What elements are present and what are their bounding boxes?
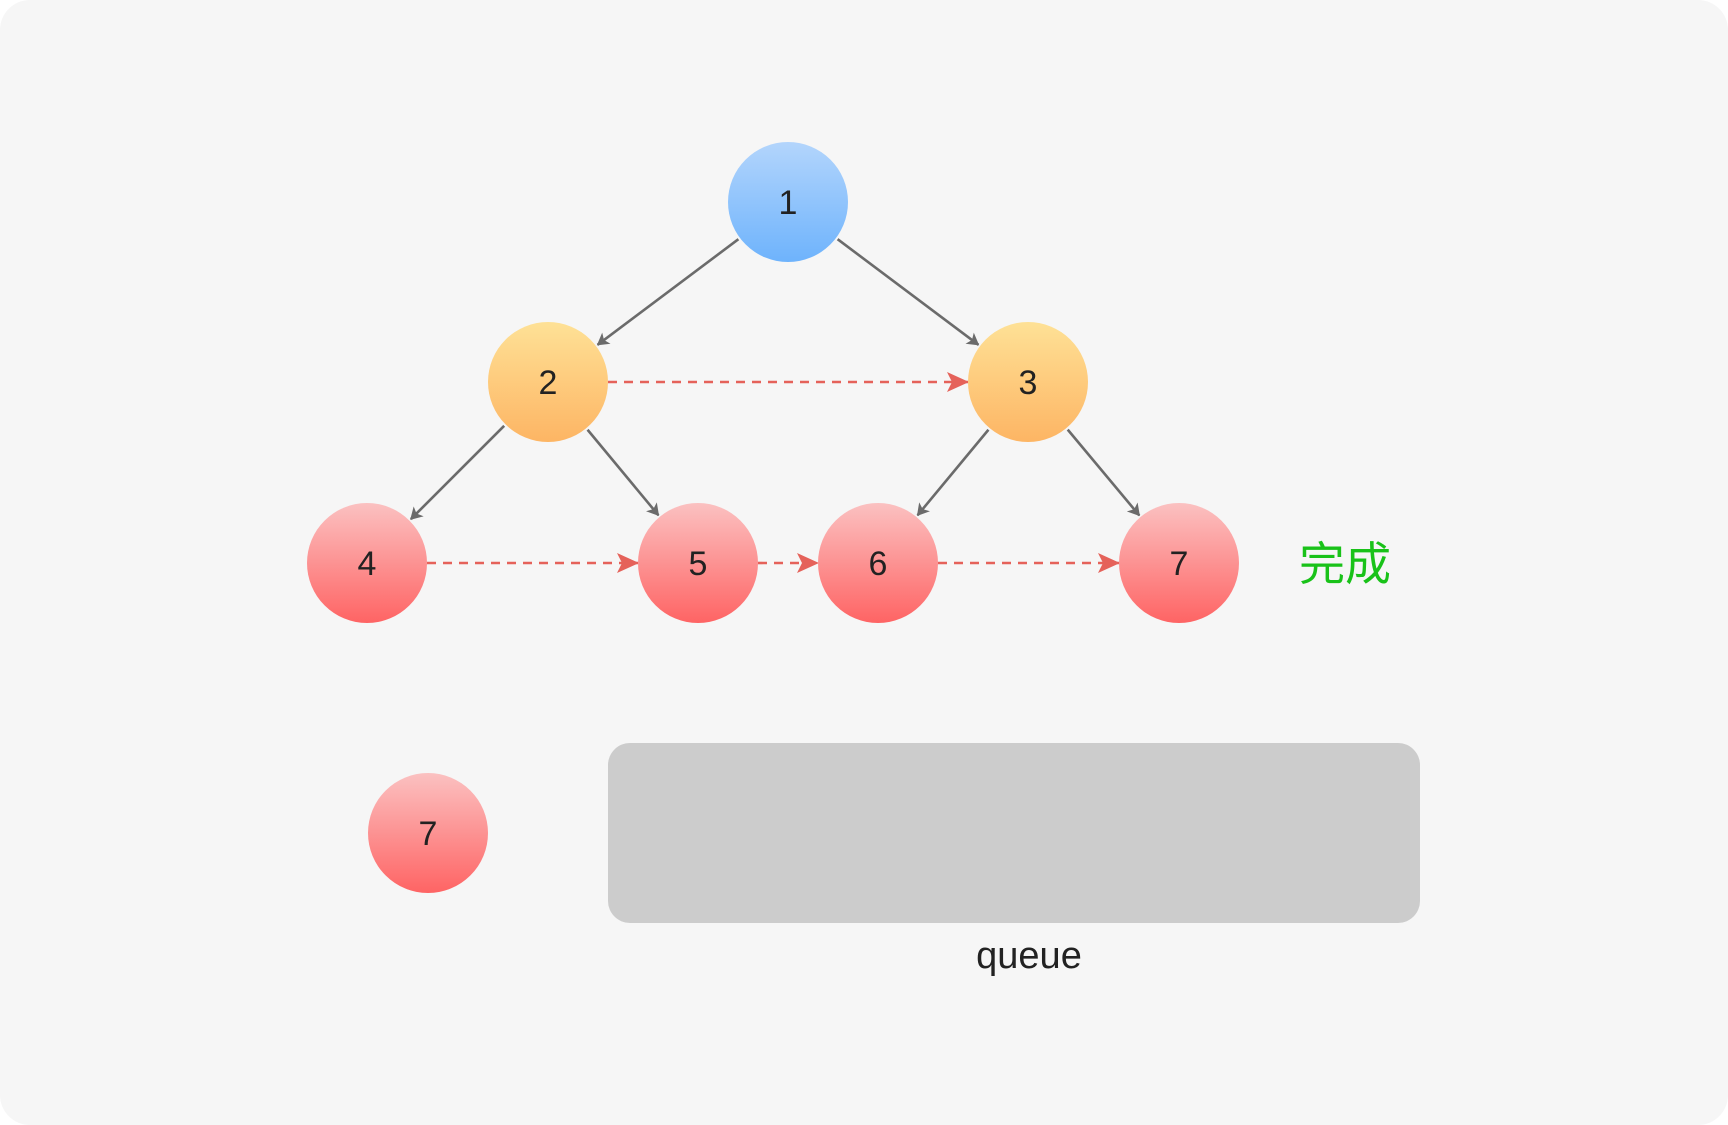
tree-node-n1: 1 <box>728 142 848 262</box>
current-node: 7 <box>368 773 488 893</box>
tree-node-n4: 4 <box>307 503 427 623</box>
status-label: 完成 <box>1299 537 1391 591</box>
tree-node-n6-label: 6 <box>869 545 888 583</box>
tree-node-n4-label: 4 <box>358 545 377 583</box>
current-node-circle-group-label: 7 <box>419 815 438 853</box>
tree-node-n7-circle <box>1119 503 1239 623</box>
tree-node-n5: 5 <box>638 503 758 623</box>
queue-caption: queue <box>976 935 1082 977</box>
tree-node-n3-circle <box>968 322 1088 442</box>
tree-node-n7-label: 7 <box>1170 545 1189 583</box>
tree-edge-n3-n6 <box>916 428 990 517</box>
tree-node-n6: 6 <box>818 503 938 623</box>
tree-node-n6-circle <box>818 503 938 623</box>
next-pointer-links <box>427 372 1120 573</box>
tree-node-n1-label: 1 <box>779 184 798 222</box>
tree-edge-n3-n7 <box>1066 428 1141 517</box>
tree-node-n5-label: 5 <box>689 545 708 583</box>
tree-node-n4-circle <box>307 503 427 623</box>
tree-node-n3: 3 <box>968 322 1088 442</box>
tree-edges <box>409 238 1141 521</box>
queue-box <box>608 743 1420 923</box>
tree-node-n3-label: 3 <box>1019 364 1038 402</box>
tree-node-n2-label: 2 <box>539 364 558 402</box>
tree-edge-n2-n4 <box>409 424 506 521</box>
current-node-circle-group-circle <box>368 773 488 893</box>
tree-node-n5-circle <box>638 503 758 623</box>
tree-node-n7: 7 <box>1119 503 1239 623</box>
tree-edge-n2-n5 <box>586 428 660 517</box>
current-node-circle-group: 7 <box>368 773 488 893</box>
tree-nodes: 1 2 3 4 5 6 7 <box>307 142 1239 623</box>
tree-edge-n1-n2 <box>596 238 740 346</box>
tree-edge-n1-n3 <box>836 238 980 346</box>
tree-node-n2: 2 <box>488 322 608 442</box>
tree-node-n2-circle <box>488 322 608 442</box>
tree-node-n1-circle <box>728 142 848 262</box>
